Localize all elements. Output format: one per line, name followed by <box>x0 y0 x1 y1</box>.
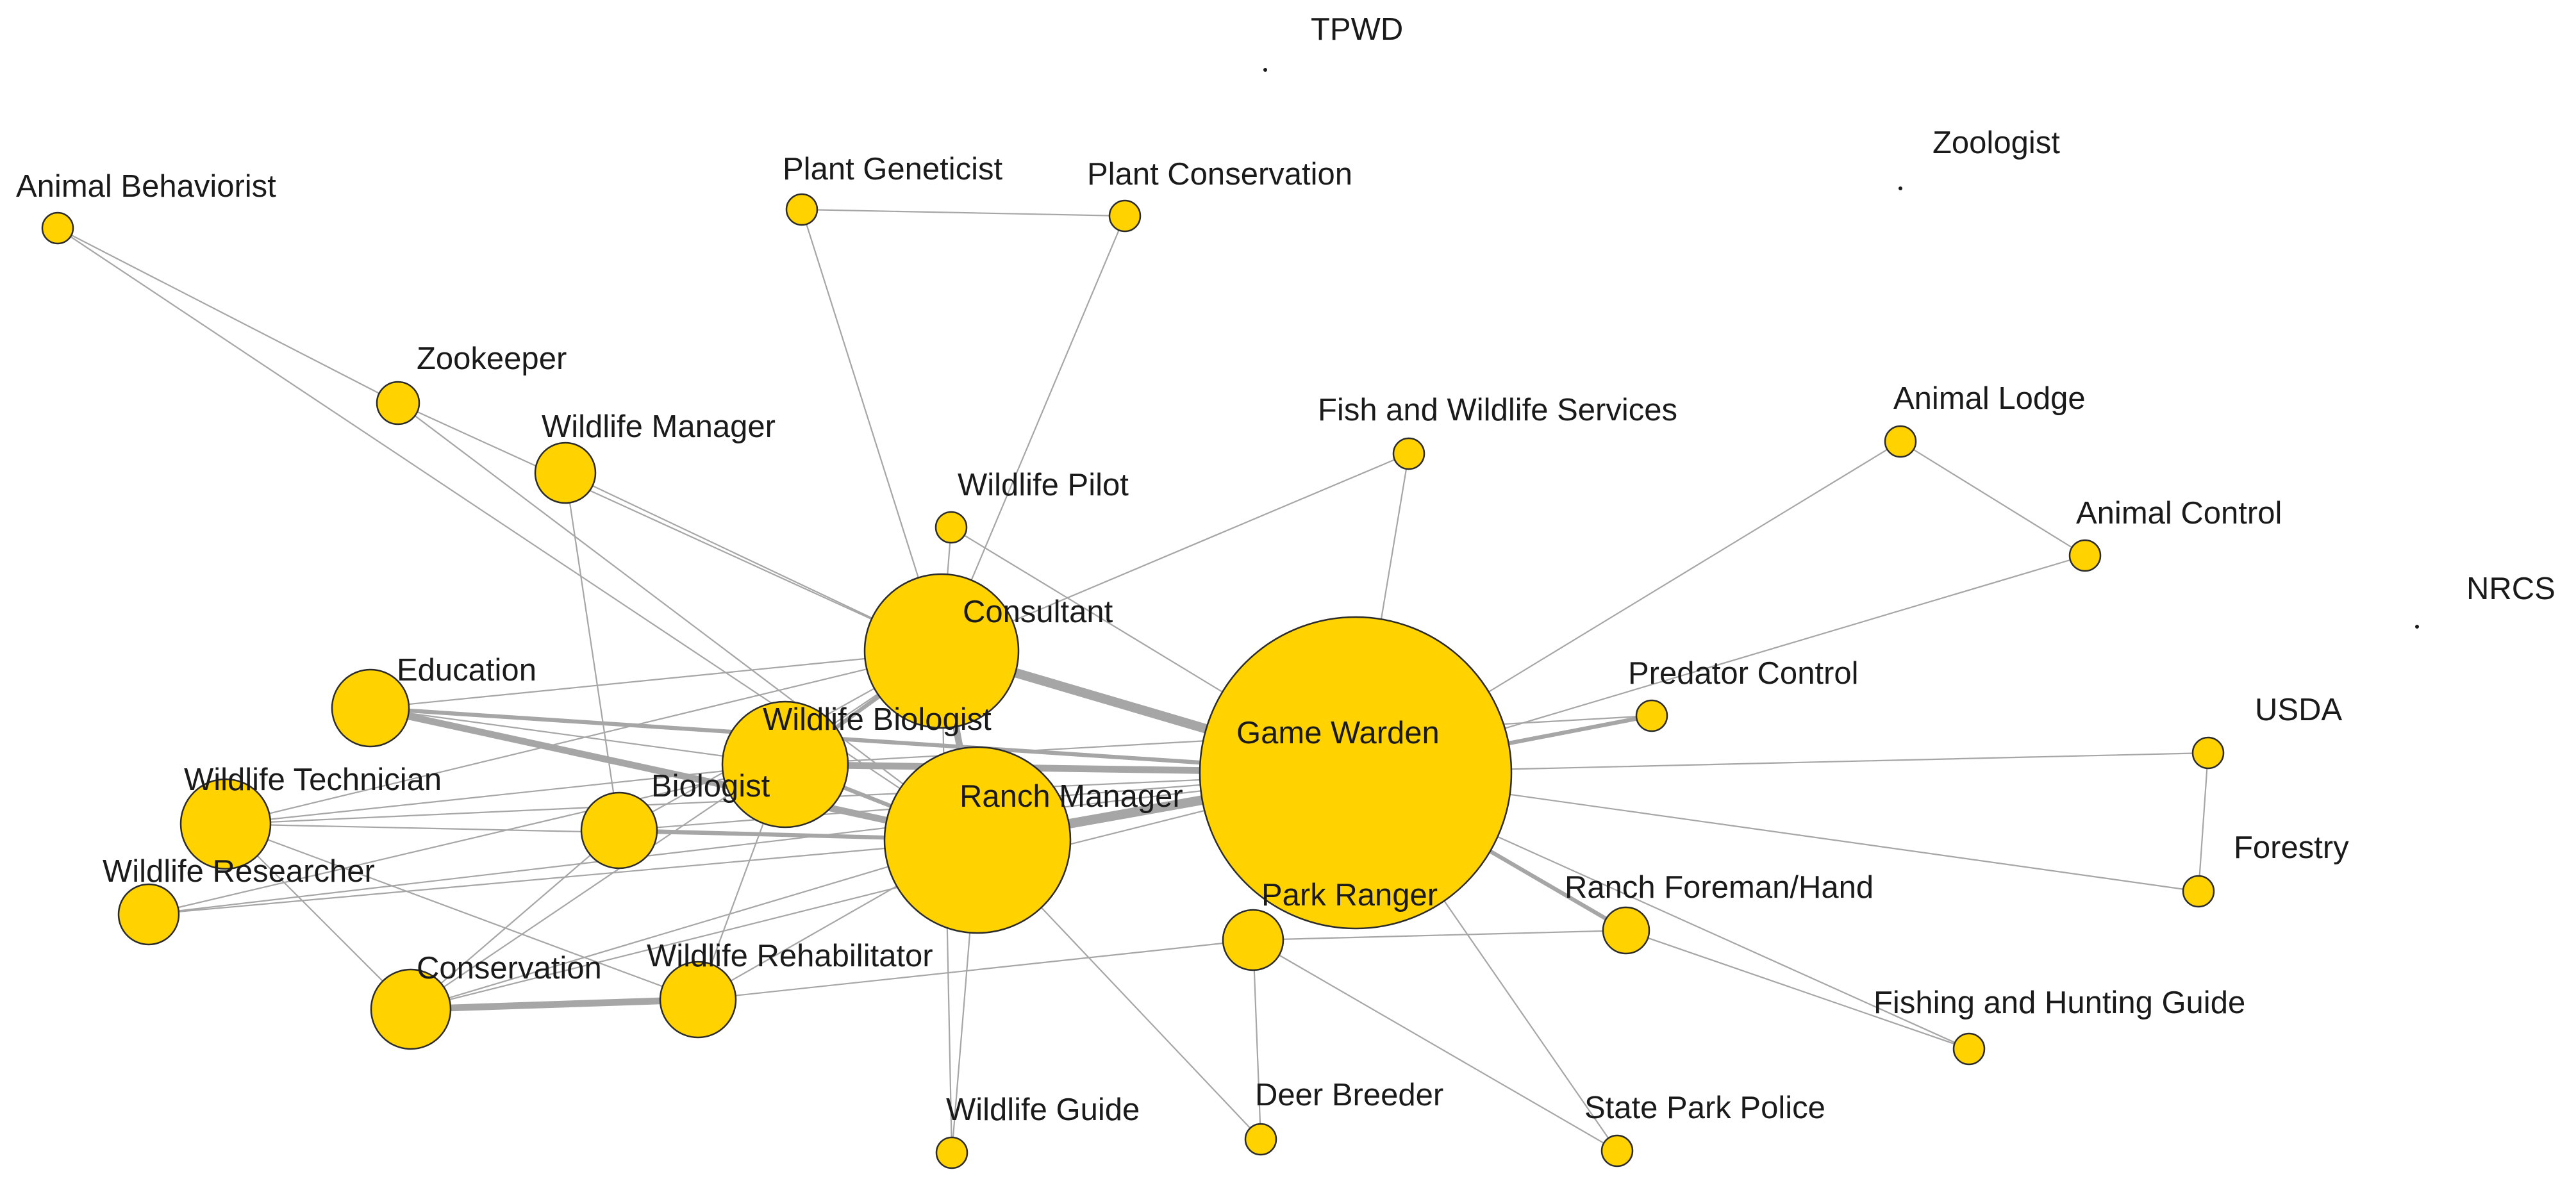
node-label-wildlife_rehabilitator: Wildlife Rehabilitator <box>647 939 933 973</box>
node-zoologist <box>1899 186 1902 190</box>
node-wildlife_manager <box>534 441 597 504</box>
node-label-animal_control: Animal Control <box>2076 496 2282 531</box>
node-label-biologist: Biologist <box>651 769 770 804</box>
edge-wildlife_technician-wildlife_rehabilitator <box>224 823 699 1001</box>
node-wildlife_technician <box>179 778 272 870</box>
edge-wildlife_researcher-game_warden <box>147 771 1357 916</box>
node-zookeeper <box>376 381 420 425</box>
node-predator_control <box>1635 699 1668 732</box>
node-label-wildlife_pilot: Wildlife Pilot <box>958 468 1129 502</box>
node-tpwd <box>1263 68 1267 72</box>
node-label-park_ranger: Park Ranger <box>1261 878 1438 912</box>
edge-fish_wildlife-consultant <box>940 452 1410 652</box>
node-consultant <box>863 573 1020 729</box>
node-layer <box>41 68 2419 1169</box>
edge-park_ranger-deer_breeder <box>1252 939 1262 1141</box>
node-ranch_manager <box>883 746 1072 934</box>
edge-plant_geneticist-plant_conservation <box>801 208 1126 217</box>
node-conservation <box>370 968 452 1050</box>
node-fishing_hunting_guide <box>1952 1032 1986 1066</box>
node-wildlife_pilot <box>935 511 968 544</box>
edge-wildlife_biologist-wildlife_technician <box>224 763 786 825</box>
node-label-zoologist: Zoologist <box>1932 126 2060 160</box>
node-label-tpwd: TPWD <box>1311 12 1403 47</box>
node-animal_control <box>2068 539 2102 572</box>
node-label-fishing_hunting_guide: Fishing and Hunting Guide <box>1874 986 2245 1020</box>
edge-biologist-conservation <box>410 829 620 1011</box>
edge-consultant-education <box>369 650 943 709</box>
edge-education-wildlife_biologist <box>369 707 786 766</box>
node-fish_wildlife <box>1392 437 1425 470</box>
edge-education-ranch_manager <box>367 704 981 844</box>
node-game_warden <box>1199 616 1513 930</box>
node-label-forestry: Forestry <box>2234 830 2349 865</box>
node-label-wildlife_researcher: Wildlife Researcher <box>103 854 375 889</box>
node-wildlife_researcher <box>117 883 180 946</box>
node-label-plant_conservation: Plant Conservation <box>1087 157 1352 192</box>
node-label-game_warden: Game Warden <box>1236 716 1440 750</box>
node-label-animal_behaviorist: Animal Behaviorist <box>16 169 276 204</box>
edge-usda-forestry <box>2197 752 2209 893</box>
edge-wildlife_biologist-wildlife_researcher <box>147 763 786 916</box>
edge-plant_conservation-consultant <box>940 215 1126 652</box>
node-park_ranger <box>1222 909 1284 971</box>
node-label-wildlife_biologist: Wildlife Biologist <box>763 702 992 737</box>
node-animal_lodge <box>1884 425 1917 458</box>
node-animal_behaviorist <box>41 211 74 245</box>
node-label-animal_lodge: Animal Lodge <box>1893 381 2086 416</box>
node-plant_geneticist <box>785 193 819 226</box>
edge-animal_lodge-animal_control <box>1899 440 2086 557</box>
node-label-state_park_police: State Park Police <box>1584 1091 1825 1125</box>
node-plant_conservation <box>1108 199 1142 233</box>
edge-wildlife_manager-biologist <box>564 472 620 832</box>
node-label-usda: USDA <box>2255 693 2342 727</box>
edge-ranch_foreman-fishing_hunting_guide <box>1625 929 1970 1050</box>
node-label-zookeeper: Zookeeper <box>417 342 567 376</box>
node-label-fish_wildlife: Fish and Wildlife Services <box>1318 393 1677 427</box>
node-wildlife_guide <box>935 1136 968 1169</box>
node-wildlife_rehabilitator <box>659 961 737 1039</box>
node-label-deer_breeder: Deer Breeder <box>1255 1078 1443 1112</box>
node-label-wildlife_manager: Wildlife Manager <box>542 409 776 444</box>
node-label-wildlife_technician: Wildlife Technician <box>184 763 442 797</box>
node-label-consultant: Consultant <box>963 595 1113 629</box>
node-nrcs <box>2415 625 2419 629</box>
edge-animal_behaviorist-zookeeper <box>56 227 399 404</box>
node-wildlife_biologist <box>721 700 849 829</box>
node-label-conservation: Conservation <box>417 951 602 986</box>
node-forestry <box>2182 875 2215 908</box>
node-label-ranch_manager: Ranch Manager <box>960 779 1183 814</box>
node-label-education: Education <box>397 653 536 688</box>
node-deer_breeder <box>1244 1123 1277 1156</box>
edge-zookeeper-consultant <box>397 402 943 652</box>
edge-park_ranger-ranch_foreman <box>1252 929 1627 941</box>
edge-conservation-wildlife_rehabilitator <box>407 996 702 1013</box>
edge-game_warden-conservation <box>410 771 1357 1011</box>
edge-park_ranger-wildlife_rehabilitator <box>697 939 1254 1001</box>
node-label-wildlife_guide: Wildlife Guide <box>946 1093 1140 1127</box>
node-education <box>331 668 410 748</box>
node-state_park_police <box>1600 1134 1634 1167</box>
edge-wildlife_researcher-ranch_manager <box>147 839 979 916</box>
edge-ranch_manager-conservation <box>410 839 979 1011</box>
node-label-ranch_foreman: Ranch Foreman/Hand <box>1565 870 1874 905</box>
node-usda <box>2191 736 2225 770</box>
node-label-nrcs: NRCS <box>2466 572 2555 606</box>
node-ranch_foreman <box>1602 906 1650 955</box>
node-label-plant_geneticist: Plant Geneticist <box>783 152 1003 186</box>
edge-park_ranger-state_park_police <box>1252 939 1618 1152</box>
node-biologist <box>580 791 658 870</box>
node-label-predator_control: Predator Control <box>1628 656 1859 691</box>
edge-education-game_warden <box>368 705 1358 775</box>
